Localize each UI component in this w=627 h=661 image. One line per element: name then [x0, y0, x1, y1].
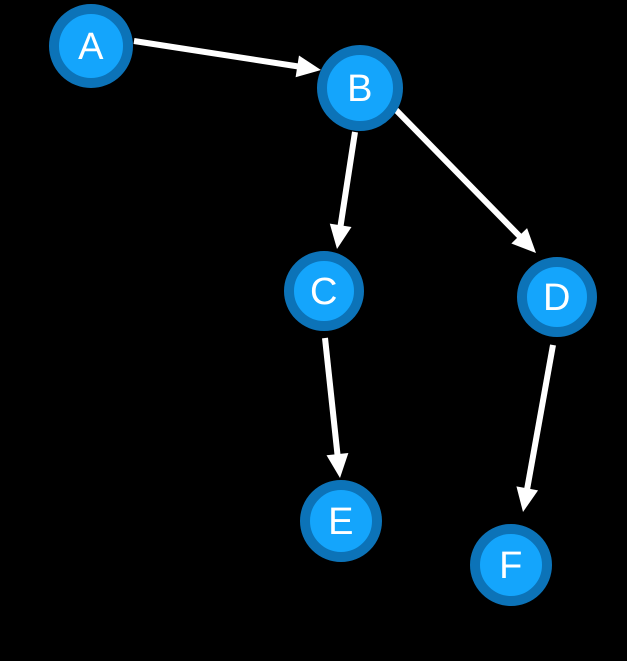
node-e[interactable]: E: [300, 480, 382, 562]
node-a[interactable]: A: [49, 4, 133, 88]
edge-b-to-c: [329, 131, 358, 249]
arrowhead-icon: [516, 486, 539, 512]
node-b[interactable]: B: [317, 45, 403, 131]
edge-line: [523, 344, 556, 491]
edge-line: [337, 131, 358, 228]
edge-b-to-d: [393, 107, 536, 253]
node-circle[interactable]: [470, 524, 552, 606]
edge-a-to-b: [133, 38, 321, 78]
edges-layer: [133, 38, 556, 512]
edge-c-to-e: [322, 337, 349, 478]
edge-line: [133, 38, 300, 70]
node-circle[interactable]: [317, 45, 403, 131]
arrowhead-icon: [295, 55, 321, 78]
node-f[interactable]: F: [470, 524, 552, 606]
node-c[interactable]: C: [284, 251, 364, 331]
arrowhead-icon: [511, 228, 536, 253]
arrowhead-icon: [329, 223, 352, 249]
edge-d-to-f: [516, 344, 556, 512]
arrowhead-icon: [326, 452, 349, 478]
node-circle[interactable]: [49, 4, 133, 88]
node-circle[interactable]: [284, 251, 364, 331]
nodes-layer: A B C D E F: [49, 4, 597, 606]
node-d[interactable]: D: [517, 257, 597, 337]
edge-line: [393, 107, 523, 240]
node-circle[interactable]: [517, 257, 597, 337]
edge-line: [322, 337, 341, 457]
node-circle[interactable]: [300, 480, 382, 562]
